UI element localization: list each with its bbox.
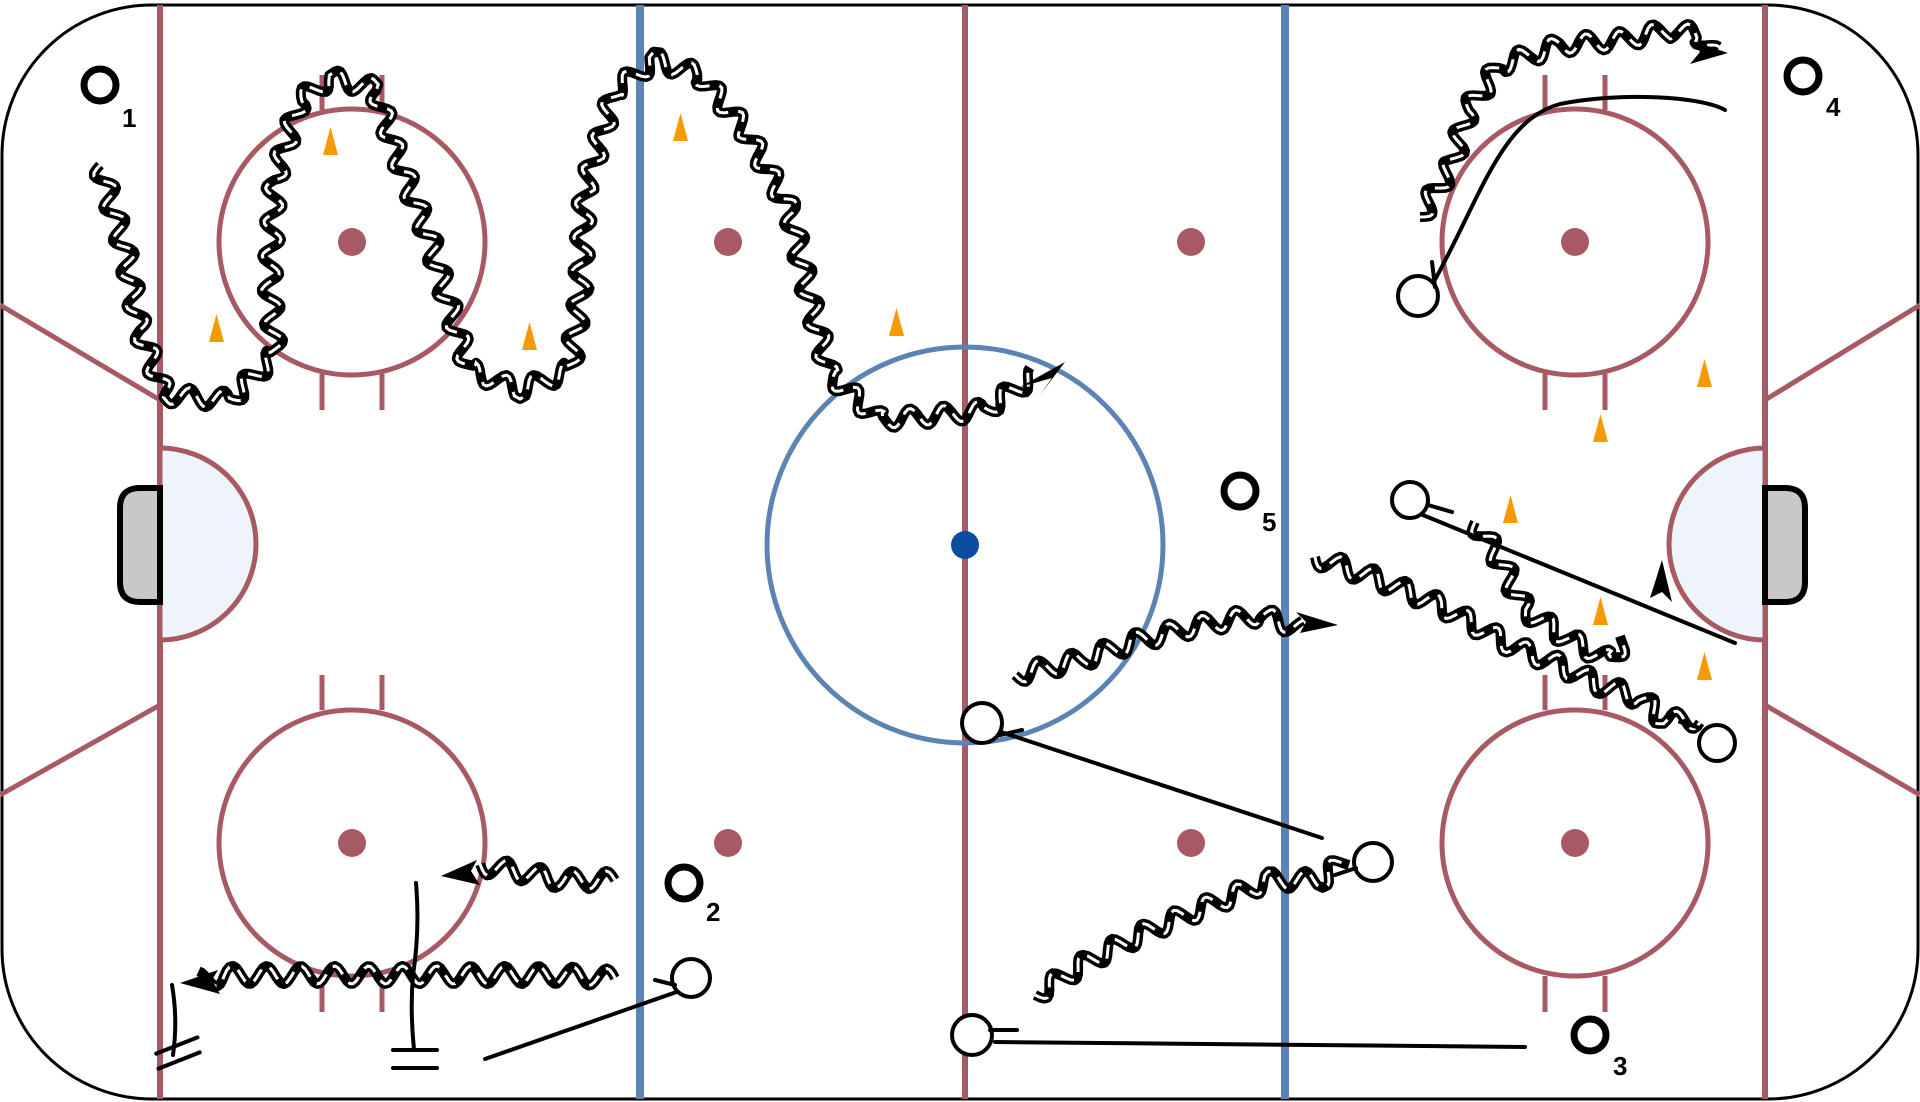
- skate-with-puck-inner: [1313, 555, 1702, 731]
- player-label: 3: [1613, 1051, 1627, 1081]
- skate-with-puck-inner: [92, 50, 1032, 430]
- player-circle-icon: [1570, 1015, 1610, 1055]
- player-label: 4: [1826, 92, 1841, 122]
- skate-with-puck-inner: [1470, 521, 1627, 661]
- skate-start-icon: [950, 1013, 994, 1057]
- player-2: 2: [664, 863, 720, 927]
- player-circle-icon: [80, 65, 120, 105]
- player-circle-icon: [1783, 56, 1823, 96]
- neutral-dot-bottom-right: [1177, 829, 1205, 857]
- cone-icon: [522, 322, 537, 350]
- cone-icon: [1593, 597, 1608, 625]
- net-left: [117, 485, 163, 605]
- skate-path: [409, 881, 420, 1052]
- cone-icon: [1503, 495, 1518, 523]
- trapezoid-lines: [0, 302, 1920, 798]
- crease-right: [1666, 445, 1768, 643]
- neutral-dot-bottom-left: [714, 829, 742, 857]
- arrow-icon: [180, 970, 220, 994]
- pass-line: [993, 1040, 1527, 1049]
- skate-start-icon: [1352, 841, 1394, 883]
- skate-with-puck-inner: [1419, 22, 1720, 219]
- faceoff-circle-bottom-right: [1439, 675, 1711, 1012]
- player-4: 4: [1783, 56, 1841, 122]
- neutral-dot-top-right: [1177, 228, 1205, 256]
- player-label: 5: [1262, 507, 1276, 537]
- cone-icon: [1697, 359, 1712, 387]
- pass-line: [993, 728, 1324, 840]
- player-1: 1: [80, 65, 136, 133]
- arrowheads: [180, 40, 1728, 994]
- player-5: 5: [1220, 471, 1276, 537]
- player-circle-icon: [1220, 471, 1260, 511]
- skate-start-icon: [670, 957, 712, 999]
- small-arrows: [653, 260, 1702, 1032]
- skate-with-puck-inner: [197, 964, 617, 988]
- cone-icon: [1697, 652, 1712, 680]
- arrow-icon: [1020, 362, 1065, 395]
- puck-starts: [670, 274, 1737, 1057]
- arrow-icon: [1650, 560, 1672, 602]
- skate-with-puck-inner: [1013, 608, 1304, 684]
- arrow-icon: [441, 860, 480, 885]
- skate-start-icon: [1390, 480, 1430, 520]
- center-dot: [951, 531, 979, 559]
- net-right: [1762, 485, 1808, 605]
- neutral-dot-top-left: [714, 228, 742, 256]
- faceoff-circle-bottom-left: [216, 675, 488, 1012]
- player-label: 2: [706, 897, 720, 927]
- center-circle: [764, 344, 1166, 746]
- stop-icon: [154, 1035, 439, 1071]
- skate-start-icon: [1396, 274, 1440, 318]
- skate-start-icon: [960, 701, 1004, 745]
- cone-icon: [1593, 414, 1608, 442]
- player-label: 1: [122, 103, 136, 133]
- player-circle-icon: [664, 863, 704, 903]
- skate-with-puck-inner: [478, 858, 617, 891]
- cones: [209, 113, 1712, 680]
- player-3: 3: [1570, 1015, 1627, 1081]
- cone-icon: [673, 113, 688, 141]
- skate-with-puck-paths: [88, 19, 1722, 1004]
- faceoff-circle-top-left: [216, 75, 488, 410]
- skate-path: [1430, 94, 1727, 287]
- pass-line: [1416, 511, 1737, 645]
- arrow-icon: [1690, 40, 1728, 64]
- pass-lines: [170, 94, 1737, 1061]
- arrow-icon: [1296, 612, 1338, 633]
- crease-left: [157, 445, 259, 643]
- skate-start-icon: [1697, 723, 1737, 763]
- skate-with-puck-inner: [1034, 858, 1350, 1001]
- cone-icon: [209, 314, 224, 342]
- cone-icon: [323, 127, 338, 155]
- cone-icon: [889, 308, 904, 336]
- pass-line: [483, 986, 690, 1061]
- faceoff-circle-top-right: [1439, 75, 1711, 410]
